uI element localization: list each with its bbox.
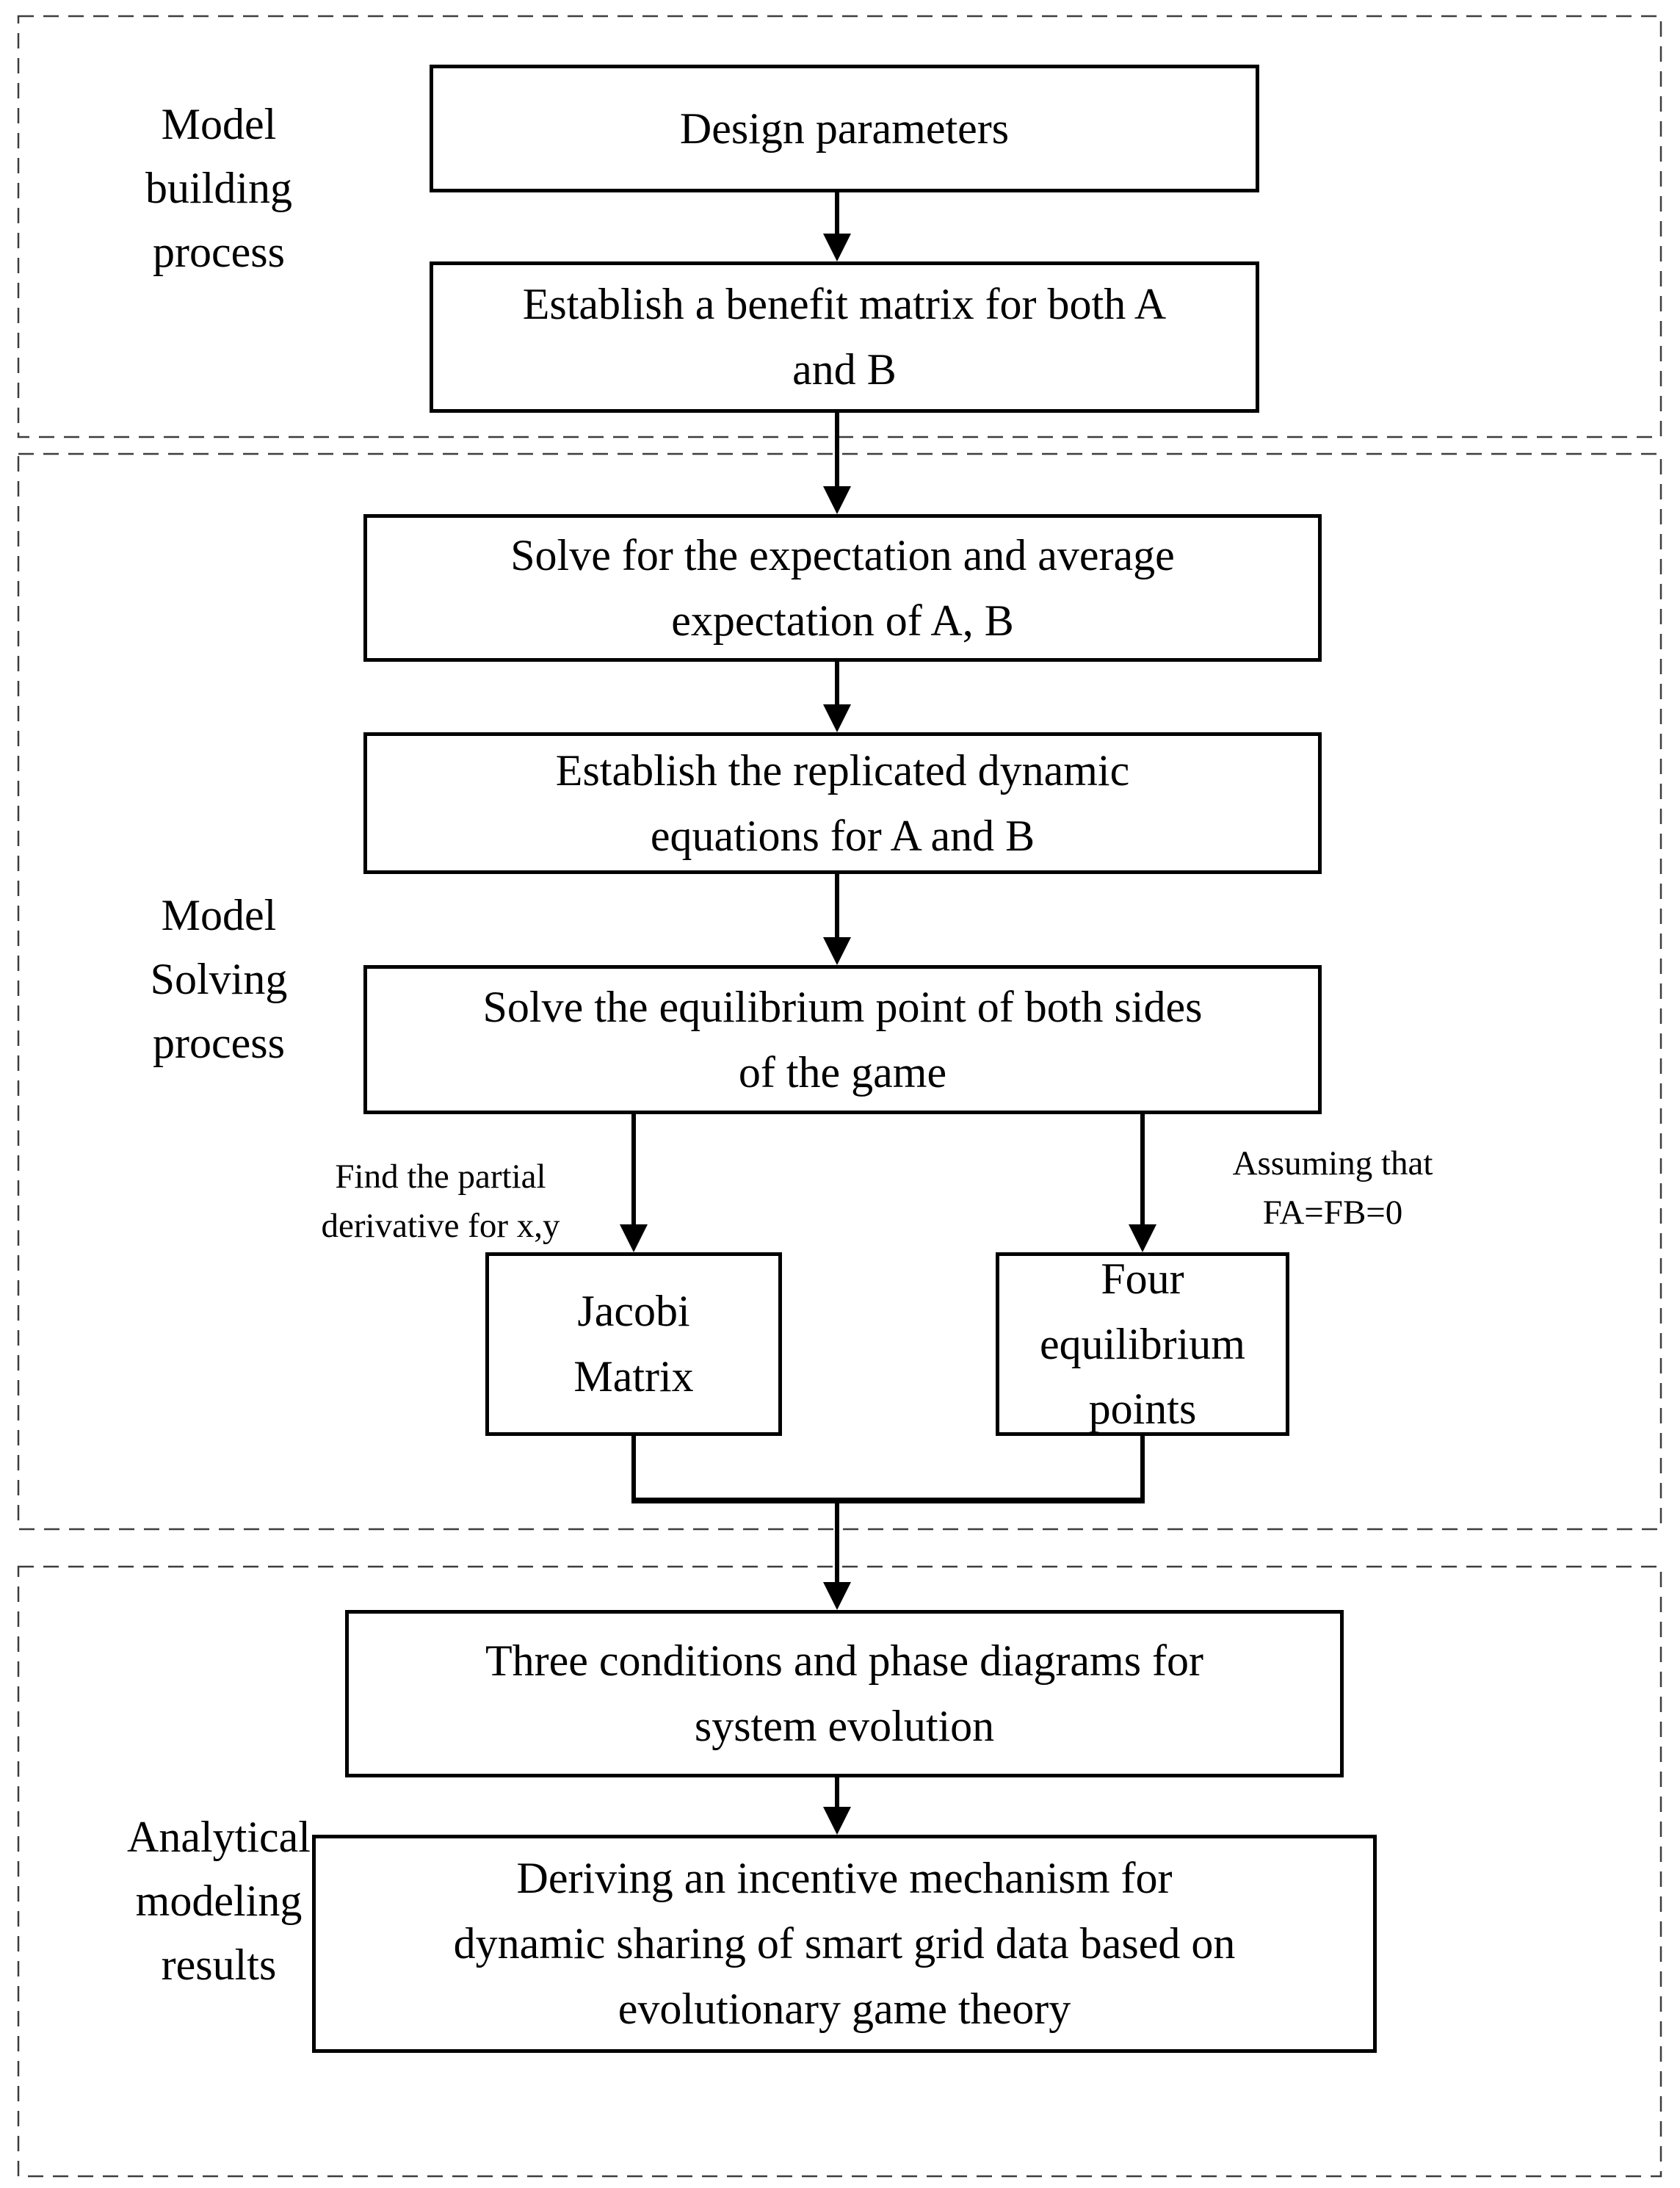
arrow-equilibrium-to-jacobi [620,1114,648,1252]
arrow-merge-to-three-conditions [823,1501,851,1610]
flow-box-benefit-matrix: Establish a benefit matrix for both A an… [430,261,1259,413]
section-label-model-building: Model building process [145,99,292,276]
section-label-model-solving: Model Solving process [150,890,288,1067]
section-frame-model-solving [17,452,1662,1531]
arrow-expectation-to-replicated [823,662,851,732]
flow-box-equilibrium-point: Solve the equilibrium point of both side… [363,965,1322,1114]
flow-box-three-conditions: Three conditions and phase diagrams for … [345,1610,1344,1777]
section-frame-analytical-results [17,1565,1662,2178]
connector-merge [631,1436,1145,1503]
arrow-benefit-to-expectation [823,413,851,514]
flow-box-design-parameters: Design parameters [430,65,1259,192]
flow-box-four-equilibrium-points: Four equilibrium points [996,1252,1289,1436]
flow-box-replicated-dynamic-equations: Establish the replicated dynamic equatio… [363,732,1322,874]
arrow-design-to-benefit [823,192,851,261]
arrow-equilibrium-to-four-points [1129,1114,1156,1252]
annotation-partial-derivative: Find the partial derivative for x,y [321,1158,560,1245]
arrow-replicated-to-equilibrium [823,874,851,965]
section-frame-model-building [17,15,1662,438]
flow-box-jacobi-matrix: Jacobi Matrix [485,1252,782,1436]
arrow-three-conditions-to-deriving [823,1777,851,1835]
section-label-analytical-results: Analytical modeling results [127,1812,311,1989]
flow-box-deriving-incentive-mechanism: Deriving an incentive mechanism for dyna… [312,1835,1377,2053]
annotation-assuming-fa-fb-zero: Assuming that FA=FB=0 [1232,1144,1433,1232]
flow-box-expectation: Solve for the expectation and average ex… [363,514,1322,662]
